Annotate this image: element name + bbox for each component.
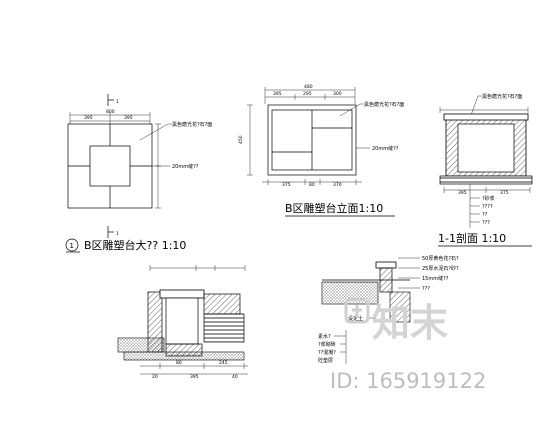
detail-right-note-1: 50厚黄色花?石? xyxy=(422,255,459,262)
elevation-dim-bottom-1: 375 xyxy=(282,182,291,188)
plan-cut-label-bottom: 1 xyxy=(116,231,119,237)
detail-left-view: 80 245 395 20 40 xyxy=(117,265,248,380)
elevation-dim-bottom-2: 80 xyxy=(309,182,315,188)
section-note-stone: 黑色磨光花?石?面 xyxy=(482,93,522,100)
detail-left-dim-5: 40 xyxy=(232,374,238,380)
section-bottom-dims: 395 375 xyxy=(443,187,531,196)
plan-title: B区雕塑台大?? 1:10 xyxy=(84,238,186,252)
plan-dim-total: 800 xyxy=(106,109,115,115)
detail-right-label-5: 砼垫层 xyxy=(318,357,333,364)
watermark-logo-text: 知末 xyxy=(372,301,448,345)
plan-dimensions-top: 800 395 395 xyxy=(69,109,151,124)
elevation-dim-top-2: 295 xyxy=(303,91,312,97)
elevation-body xyxy=(267,104,357,176)
section-label-1: ?砂浆 xyxy=(482,195,495,202)
plan-title-number: 1 xyxy=(70,242,74,250)
elevation-dimensions-top: 480 395 295 300 xyxy=(264,84,356,104)
elevation-dimensions-bottom: 375 80 370 xyxy=(262,179,362,188)
detail-right-label-3: ?浆砌砖 xyxy=(318,341,336,348)
detail-left-dim-2: 245 xyxy=(219,360,228,366)
detail-right-note-3: 15mm缝?? xyxy=(422,275,449,282)
section-label-3: ?? xyxy=(482,212,488,218)
section-label-2: ???? xyxy=(482,204,493,210)
section-dim-1: 395 xyxy=(458,190,467,196)
detail-right-note-4: ??? xyxy=(422,286,430,292)
watermark-logo: 知末 xyxy=(344,298,448,345)
section-view: 黑色磨光花?石?面 395 375 ?砂浆 ???? ?? ??? 1-1剖面 … xyxy=(438,93,533,247)
plan-dim-right: 395 xyxy=(124,115,133,121)
section-title: 1-1剖面 1:10 xyxy=(438,231,506,245)
elevation-title: B区雕塑台立面1:10 xyxy=(285,201,383,215)
detail-left-dim-1: 80 xyxy=(176,360,182,366)
detail-left-dim-4: 20 xyxy=(152,374,158,380)
section-dim-2: 375 xyxy=(500,190,509,196)
plan-note-stone: 黑色磨光花?石?面 xyxy=(172,121,212,128)
elevation-dim-total: 480 xyxy=(304,84,313,90)
watermark-id: ID: 165919122 xyxy=(330,369,486,393)
plan-cut-marker-top: 1 xyxy=(107,94,119,106)
elevation-note-joint: 20mm缝?? xyxy=(372,145,399,152)
plan-note-joint: 20mm缝?? xyxy=(172,163,199,170)
detail-left-dim-3: 395 xyxy=(190,374,199,380)
elevation-dimension-side: 450 xyxy=(238,104,253,176)
detail-right-layer-labels: 设定土 素水? ?浆砌砖 ??混凝? 砼垫层 xyxy=(318,315,376,364)
plan-notes: 黑色磨光花?石?面 20mm缝?? xyxy=(139,121,212,170)
section-body xyxy=(439,113,533,185)
elevation-notes: 黑色磨光花?石?面 20mm缝?? xyxy=(339,101,404,152)
elevation-dim-top-1: 395 xyxy=(273,91,282,97)
detail-left-body xyxy=(117,289,245,361)
section-top-dims xyxy=(439,107,529,113)
elevation-view: 480 395 295 300 450 375 80 370 黑色磨光花?石?面… xyxy=(238,84,404,217)
elevation-title-block: B区雕塑台立面1:10 xyxy=(285,201,395,217)
detail-right-label-1: 设定土 xyxy=(348,315,363,322)
elevation-dim-side: 450 xyxy=(238,135,244,144)
elevation-dim-bottom-3: 370 xyxy=(333,182,342,188)
section-layer-labels: ?砂浆 ???? ?? ??? xyxy=(469,184,495,228)
plan-cut-marker-bottom: 1 xyxy=(107,226,119,238)
plan-view: 1 1 800 395 395 黑色磨光花?石?面 20mm xyxy=(65,94,212,253)
watermark: 知末 ID: 165919122 xyxy=(330,298,486,393)
plan-dim-left: 395 xyxy=(84,115,93,121)
detail-left-bottom-dims: 80 245 395 20 40 xyxy=(140,360,248,380)
elevation-note-stone: 黑色磨光花?石?面 xyxy=(364,101,404,108)
detail-right-label-2: 素水? xyxy=(318,333,331,340)
elevation-dim-top-3: 300 xyxy=(333,91,342,97)
plan-title-block: 1 B区雕塑台大?? 1:10 xyxy=(65,238,186,253)
section-title-block: 1-1剖面 1:10 xyxy=(438,231,532,247)
plan-square xyxy=(67,123,153,209)
section-label-4: ??? xyxy=(482,220,490,226)
detail-right-note-2: 25厚水泥石?砂? xyxy=(422,265,459,272)
plan-cut-label-top: 1 xyxy=(116,99,119,105)
detail-left-top-dims xyxy=(149,265,246,271)
detail-right-label-4: ??混凝? xyxy=(318,349,336,356)
detail-right-notes: 50厚黄色花?石? 25厚水泥石?砂? 15mm缝?? ??? xyxy=(398,255,459,292)
